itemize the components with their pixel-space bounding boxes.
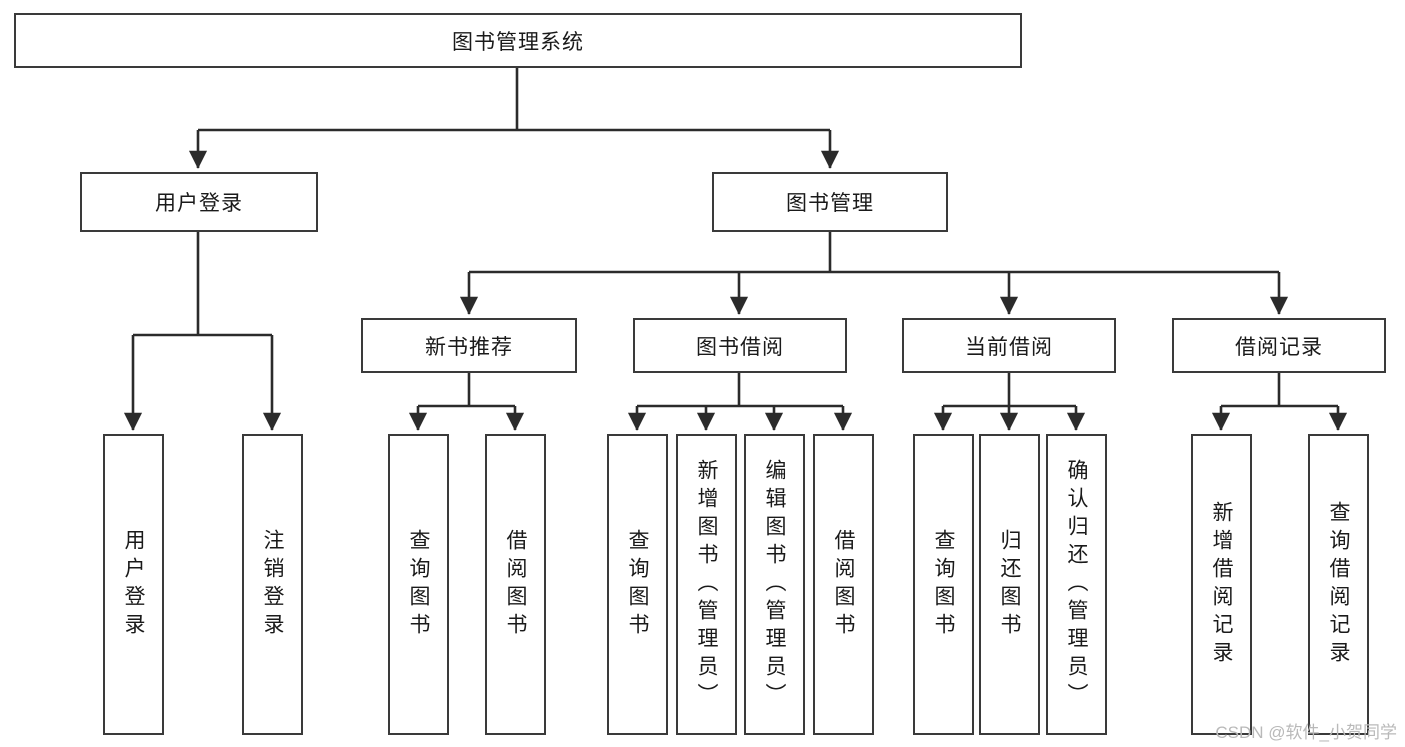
leaf-query-book-1[interactable]: 查询图书 — [388, 434, 449, 735]
leaf-edit-book-label: 编辑图书（管理员） — [763, 458, 786, 711]
node-new-book-recommend[interactable]: 新书推荐 — [361, 318, 577, 373]
node-current-borrow-label: 当前借阅 — [965, 335, 1053, 359]
node-user-login-label: 用户登录 — [155, 192, 243, 215]
leaf-query-record[interactable]: 查询借阅记录 — [1308, 434, 1369, 735]
node-book-borrow[interactable]: 图书借阅 — [633, 318, 847, 373]
leaf-user-logout[interactable]: 注销登录 — [242, 434, 303, 735]
leaf-borrow-book-1-label: 借阅图书 — [504, 528, 527, 641]
node-root[interactable]: 图书管理系统 — [14, 13, 1022, 68]
leaf-return-book-label: 归还图书 — [998, 528, 1021, 641]
leaf-add-book[interactable]: 新增图书（管理员） — [676, 434, 737, 735]
node-book-manage[interactable]: 图书管理 — [712, 172, 948, 232]
leaf-add-record[interactable]: 新增借阅记录 — [1191, 434, 1252, 735]
leaf-edit-book[interactable]: 编辑图书（管理员） — [744, 434, 805, 735]
node-current-borrow[interactable]: 当前借阅 — [902, 318, 1116, 373]
leaf-user-login[interactable]: 用户登录 — [103, 434, 164, 735]
leaf-borrow-book-2-label: 借阅图书 — [832, 528, 855, 641]
node-borrow-record-label: 借阅记录 — [1235, 335, 1323, 359]
leaf-confirm-return[interactable]: 确认归还（管理员） — [1046, 434, 1107, 735]
leaf-query-book-3-label: 查询图书 — [932, 528, 955, 641]
leaf-add-book-label: 新增图书（管理员） — [695, 458, 718, 711]
leaf-query-record-label: 查询借阅记录 — [1327, 500, 1350, 669]
leaf-query-book-2[interactable]: 查询图书 — [607, 434, 668, 735]
leaf-query-book-2-label: 查询图书 — [626, 528, 649, 641]
leaf-return-book[interactable]: 归还图书 — [979, 434, 1040, 735]
leaf-borrow-book-2[interactable]: 借阅图书 — [813, 434, 874, 735]
leaf-query-book-1-label: 查询图书 — [407, 528, 430, 641]
csdn-watermark: CSDN @软件_小贺同学 — [1215, 723, 1397, 742]
leaf-confirm-return-label: 确认归还（管理员） — [1065, 458, 1088, 711]
leaf-user-logout-label: 注销登录 — [261, 528, 284, 641]
node-book-borrow-label: 图书借阅 — [696, 335, 784, 359]
node-borrow-record[interactable]: 借阅记录 — [1172, 318, 1386, 373]
node-new-book-recommend-label: 新书推荐 — [425, 335, 513, 359]
leaf-add-record-label: 新增借阅记录 — [1210, 500, 1233, 669]
leaf-user-login-label: 用户登录 — [122, 528, 145, 641]
leaf-borrow-book-1[interactable]: 借阅图书 — [485, 434, 546, 735]
node-user-login[interactable]: 用户登录 — [80, 172, 318, 232]
node-root-label: 图书管理系统 — [452, 30, 584, 54]
node-book-manage-label: 图书管理 — [786, 192, 874, 215]
leaf-query-book-3[interactable]: 查询图书 — [913, 434, 974, 735]
